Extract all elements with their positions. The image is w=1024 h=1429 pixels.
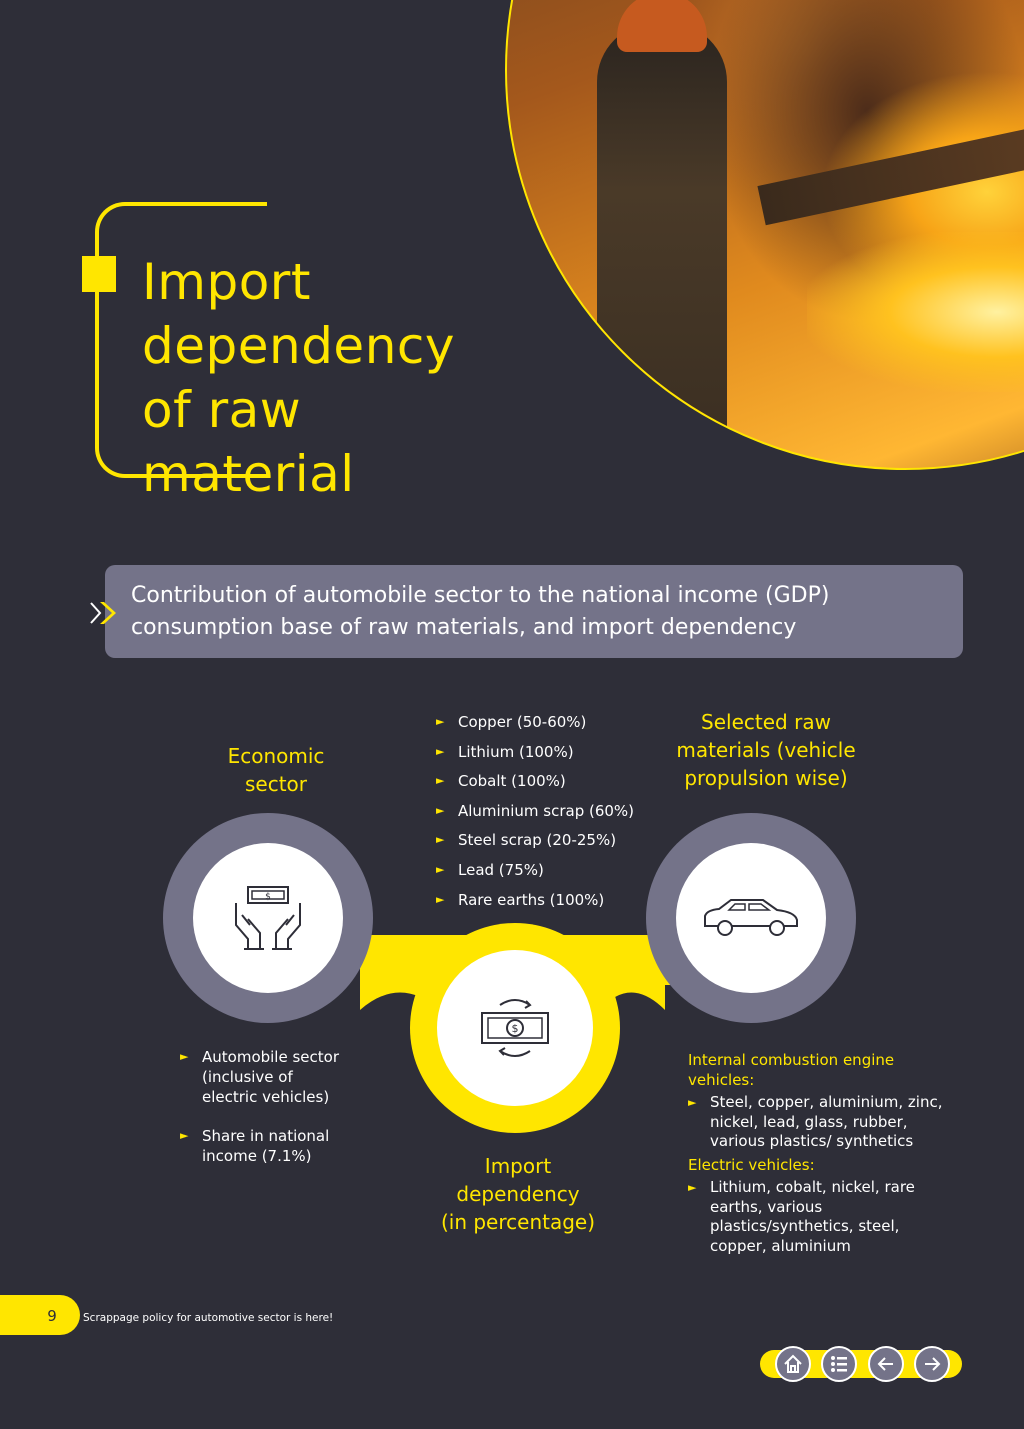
home-icon — [784, 1354, 802, 1373]
previous-page-button[interactable] — [868, 1346, 904, 1382]
heading-line: Selected raw — [701, 710, 831, 734]
economic-sector-heading: Economic sector — [200, 742, 352, 798]
list-item: ►Steel, copper, aluminium, zinc, nickel,… — [688, 1093, 943, 1151]
heading-line: sector — [244, 772, 308, 796]
title-square-marker — [82, 256, 116, 292]
page-title-line: dependency — [142, 317, 455, 375]
banner-text-line: Contribution of automobile sector to the… — [131, 583, 830, 608]
heading-line: Economic — [227, 744, 325, 768]
heading-line: (in percentage) — [440, 1210, 596, 1234]
import-dependency-heading: Import dependency (in percentage) — [420, 1152, 616, 1236]
list-item: ►Aluminium scrap (60%) — [436, 801, 635, 820]
svg-text:$: $ — [512, 1022, 519, 1035]
section-banner: Contribution of automobile sector to the… — [105, 565, 963, 658]
ev-heading: Electric vehicles: — [688, 1156, 815, 1174]
footer-text: Scrappage policy for automotive sector i… — [83, 1312, 334, 1324]
title-bracket — [95, 202, 267, 478]
heading-line: dependency — [456, 1182, 580, 1206]
currency-exchange-icon: $ — [481, 999, 549, 1057]
list-item: ►Copper (50-60%) — [436, 713, 587, 731]
raw-materials-heading: Selected raw materials (vehicle propulsi… — [660, 708, 872, 792]
home-button[interactable] — [775, 1346, 811, 1382]
list-item: ►Rare earths (100%) — [436, 890, 605, 909]
economic-sector-circle: $ — [163, 813, 373, 1023]
car-icon — [704, 899, 798, 936]
list-item: ►Steel scrap (20-25%) — [436, 831, 617, 850]
list-item: ►Cobalt (100%) — [436, 772, 566, 791]
list-icon — [831, 1356, 847, 1372]
heading-line: Internal combustion engine — [688, 1051, 895, 1069]
list-item: ►Lithium, cobalt, nickel, rare earths, v… — [688, 1178, 915, 1255]
page-title: Import dependency of raw material — [142, 250, 522, 506]
page-title-line: of raw material — [142, 381, 355, 503]
heading-line: Import — [484, 1154, 552, 1178]
import-materials-list: ►Copper (50-60%) ►Lithium (100%) ►Cobalt… — [436, 712, 666, 919]
ice-vehicles-heading: Internal combustion engine vehicles: — [688, 1050, 938, 1090]
heading-line: propulsion wise) — [684, 766, 848, 790]
import-dependency-circle: $ — [410, 923, 620, 1133]
contents-button[interactable] — [821, 1346, 857, 1382]
chevron-right-icon — [90, 602, 116, 624]
page-number-tab — [0, 1295, 80, 1335]
raw-materials-circle — [646, 813, 856, 1023]
list-item: ►Lead (75%) — [436, 860, 544, 879]
arrow-left-icon — [877, 1357, 893, 1371]
economic-sector-list: ►Automobile sector (inclusive of electri… — [180, 1047, 340, 1185]
money-hands-icon: $ — [235, 886, 301, 950]
list-item: ►Lithium (100%) — [436, 742, 574, 761]
heading-line: materials (vehicle — [676, 738, 856, 762]
page-title-line: Import — [142, 253, 311, 311]
ev-materials-list: ►Lithium, cobalt, nickel, rare earths, v… — [688, 1178, 918, 1256]
svg-text:$: $ — [265, 892, 271, 902]
ice-materials-list: ►Steel, copper, aluminium, zinc, nickel,… — [688, 1093, 950, 1152]
arrow-right-icon — [925, 1357, 941, 1371]
page-number: 9 — [47, 1307, 57, 1325]
heading-line: vehicles: — [688, 1071, 755, 1089]
list-item: ►Automobile sector (inclusive of electri… — [180, 1048, 339, 1106]
banner-text-line: consumption base of raw materials, and i… — [131, 615, 797, 640]
list-item: ►Share in national income (7.1%) — [180, 1127, 330, 1165]
next-page-button[interactable] — [914, 1346, 950, 1382]
